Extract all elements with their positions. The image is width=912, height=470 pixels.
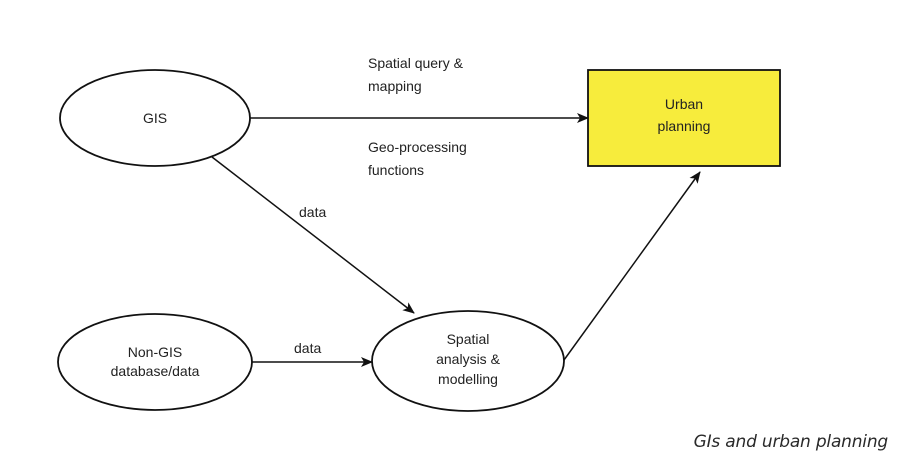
urban-planning-label-line-2: planning bbox=[658, 118, 711, 134]
node-gis bbox=[59, 69, 251, 167]
urban-planning-label-line-1: Urban bbox=[665, 96, 703, 112]
gis-data-label: data bbox=[299, 204, 326, 220]
non-gis-label-line-2: database/data bbox=[111, 363, 200, 379]
figure-caption: GIs and urban planning bbox=[693, 432, 889, 452]
spatial-analysis-label-line-1: Spatial bbox=[447, 331, 490, 347]
spatial-analysis-label-line-2: analysis & bbox=[436, 351, 500, 367]
nongis-data-label: data bbox=[294, 340, 321, 356]
gis-urban-planning-diagram: GIS Non-GIS database/data Spatial analys… bbox=[57, 55, 781, 412]
edge-spatial-analysis-to-urban-planning bbox=[563, 171, 701, 361]
spatial-query-label-line-2: mapping bbox=[368, 78, 422, 94]
geo-processing-label-line-1: Geo-processing bbox=[368, 139, 467, 155]
non-gis-label-line-1: Non-GIS bbox=[128, 344, 182, 360]
spatial-query-label-line-1: Spatial query & bbox=[368, 55, 464, 71]
node-non-gis bbox=[57, 313, 253, 411]
gis-label: GIS bbox=[143, 110, 167, 126]
edge-gis-to-spatial-analysis bbox=[211, 156, 415, 314]
geo-processing-label-line-2: functions bbox=[368, 162, 424, 178]
node-urban-planning bbox=[587, 69, 781, 167]
node-spatial-analysis bbox=[371, 310, 565, 412]
spatial-analysis-label-line-3: modelling bbox=[438, 371, 498, 387]
